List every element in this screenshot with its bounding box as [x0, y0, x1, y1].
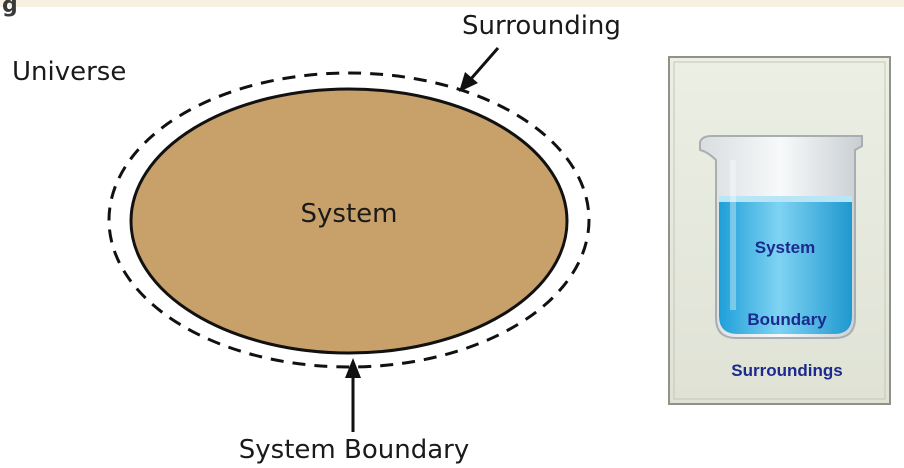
- system-boundary-label: System Boundary: [239, 435, 469, 465]
- beaker-surroundings-label: Surroundings: [731, 361, 842, 380]
- beaker-liquid: [719, 198, 852, 334]
- system-ellipse: [129, 87, 569, 355]
- beaker-panel: System Boundary Surroundings: [668, 56, 891, 405]
- system-boundary-arrow: [345, 358, 361, 432]
- top-band: [0, 0, 904, 7]
- beaker: [699, 135, 863, 339]
- corner-glyph: g: [2, 0, 18, 18]
- beaker-panel-inner-border: [673, 61, 886, 400]
- surrounding-dashed-boundary: [107, 71, 591, 369]
- surrounding-label: Surrounding: [462, 11, 621, 41]
- surrounding-arrow: [459, 47, 500, 92]
- glass-highlight: [730, 160, 736, 310]
- left-diagram: Universe Surrounding System System Bound…: [12, 11, 621, 465]
- liquid-surface: [719, 196, 852, 202]
- beaker-boundary-label: Boundary: [747, 310, 827, 329]
- beaker-system-label: System: [755, 238, 815, 257]
- universe-label: Universe: [12, 57, 126, 87]
- system-label: System: [301, 199, 398, 229]
